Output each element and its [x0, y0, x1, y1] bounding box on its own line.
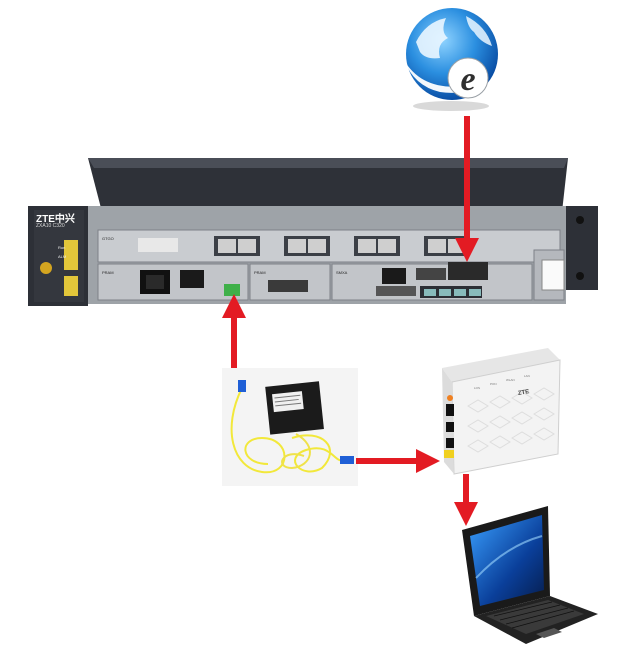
splitter-output-connector — [340, 456, 354, 464]
onu-led-wlan: WLAN — [506, 378, 515, 382]
onu-router: ZTE LOS PON WLAN LAN — [438, 346, 562, 478]
olt-run-label: Run — [58, 245, 66, 250]
laptop-screen — [470, 515, 544, 606]
olt-brand: ZTE — [36, 214, 55, 225]
olt-brand-cn: 中兴 — [54, 214, 75, 225]
sfp-port-icon — [214, 236, 260, 256]
onu-port — [446, 404, 454, 416]
optical-splitter-icon — [222, 368, 358, 486]
laptop — [456, 506, 600, 646]
power-socket-icon — [140, 270, 170, 294]
onu-led-los: LOS — [474, 386, 481, 390]
slot-label-gtgo: GTGO — [102, 236, 114, 241]
olt-chassis: ZTE中兴 ZXA10 C320 Run ALM GTGO PRAM SMXA … — [28, 150, 598, 320]
slot-label-pram-2: PRAM — [254, 270, 266, 275]
slot-label-smxa: SMXA — [336, 270, 348, 275]
onu-led-pon: PON — [490, 382, 497, 386]
internet-letter: e — [460, 61, 475, 98]
slot-label-pram: PRAM — [102, 270, 114, 275]
olt-model-label: ZXA10 C320 — [36, 223, 65, 229]
uplink-sfp-port — [448, 262, 488, 280]
internet-globe: e — [396, 2, 506, 114]
olt-brand-logo: ZTE中兴 — [36, 210, 75, 225]
internet-globe-icon: e — [404, 8, 498, 111]
ground-terminal — [40, 262, 52, 274]
optical-splitter — [222, 368, 358, 486]
laptop-icon — [462, 506, 598, 644]
splitter-input-connector — [238, 380, 246, 392]
olt-alm-label: ALM — [58, 254, 67, 259]
onu-led-lan: LAN — [524, 374, 530, 378]
